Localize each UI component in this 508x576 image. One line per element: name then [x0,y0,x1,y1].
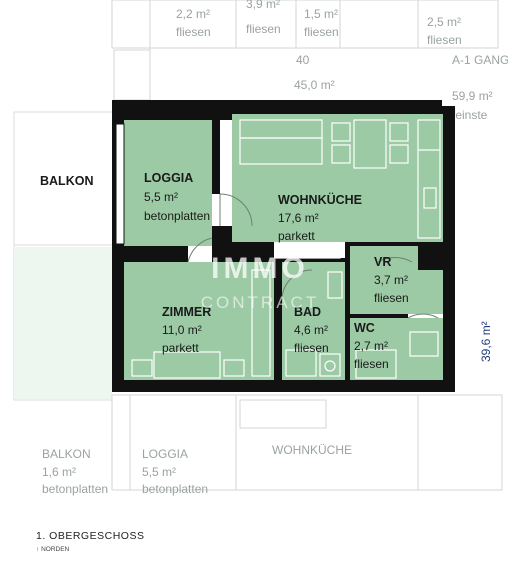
wohnkueche-area: 17,6 m² [278,211,319,225]
neighbor-loggia-name: LOGGIA [142,447,188,461]
neighbor-area: 1,5 m² [304,7,338,21]
loggia-window [115,123,125,245]
loggia-area: 5,5 m² [144,190,178,204]
wohnkueche-name: WOHNKÜCHE [278,192,362,207]
watermark-logo: IMMO CONTRACT [201,252,319,312]
total-area-label: 39,6 m² [479,321,493,362]
gang-area: 59,9 m² [452,89,493,103]
floor-label: 1. OBERGESCHOSS [36,530,145,542]
interior-walls [124,112,443,380]
neighbor-plan-top [111,0,499,101]
watermark-brand: IMMO [211,252,309,285]
neighbor-balkon-name: BALKON [42,447,91,461]
furniture [131,119,441,379]
gang-floor: feinste [452,108,488,122]
neighbor-area: 3,9 m² [246,0,280,11]
vr-floor: fliesen [374,291,409,305]
neighbor-balkon-area: 1,6 m² [42,465,76,479]
zimmer-floor: parkett [162,341,199,355]
north-indicator: ↑ NORDEN [36,546,144,553]
neighbor-area: 2,5 m² [427,15,461,29]
balkon-tint [14,247,112,399]
wc-area: 2,7 m² [354,339,388,353]
wohnkueche-floor: parkett [278,229,315,243]
zimmer-area: 11,0 m² [162,323,202,337]
north-label: NORDEN [41,546,70,553]
loggia-floor: betonplatten [144,209,210,223]
balkon-label: BALKON [40,174,93,188]
plan-footer: 1. OBERGESCHOSS ↑ NORDEN [36,530,144,553]
neighbor-balkon-floor: betonplatten [42,482,108,496]
bad-floor: fliesen [294,341,329,355]
wc-floor: fliesen [354,357,389,371]
neighbor-plan-bottom [111,394,503,491]
neighbor-unit-number: 40 [296,53,310,67]
neighbor-floor: fliesen [246,22,281,36]
gang-name: A-1 GANG [452,53,508,67]
north-arrow-icon: ↑ [36,546,40,553]
neighbor-floor: fliesen [176,25,211,39]
neighbor-area: 2,2 m² [176,7,210,21]
neighbor-wohnkueche-name: WOHNKÜCHE [272,443,352,457]
bad-name: BAD [294,305,321,319]
vr-name: VR [374,255,391,269]
room-loggia [124,120,212,246]
bad-area: 4,6 m² [294,323,328,337]
neighbor-floor: fliesen [304,25,339,39]
room-wohnkueche [232,114,443,242]
zimmer-name: ZIMMER [162,305,211,319]
neighbor-loggia-area: 5,5 m² [142,465,176,479]
loggia-name: LOGGIA [144,171,193,185]
wc-name: WC [354,321,375,335]
vr-area: 3,7 m² [374,273,408,287]
total-area-text: 39,6 m² [479,321,493,362]
door-swings [187,193,439,319]
watermark-sub: CONTRACT [201,293,319,312]
room-bad [282,262,345,380]
neighbor-floor: fliesen [427,33,462,47]
neighbor-unit-area: 45,0 m² [294,78,335,92]
neighbor-loggia-floor: betonplatten [142,482,208,496]
